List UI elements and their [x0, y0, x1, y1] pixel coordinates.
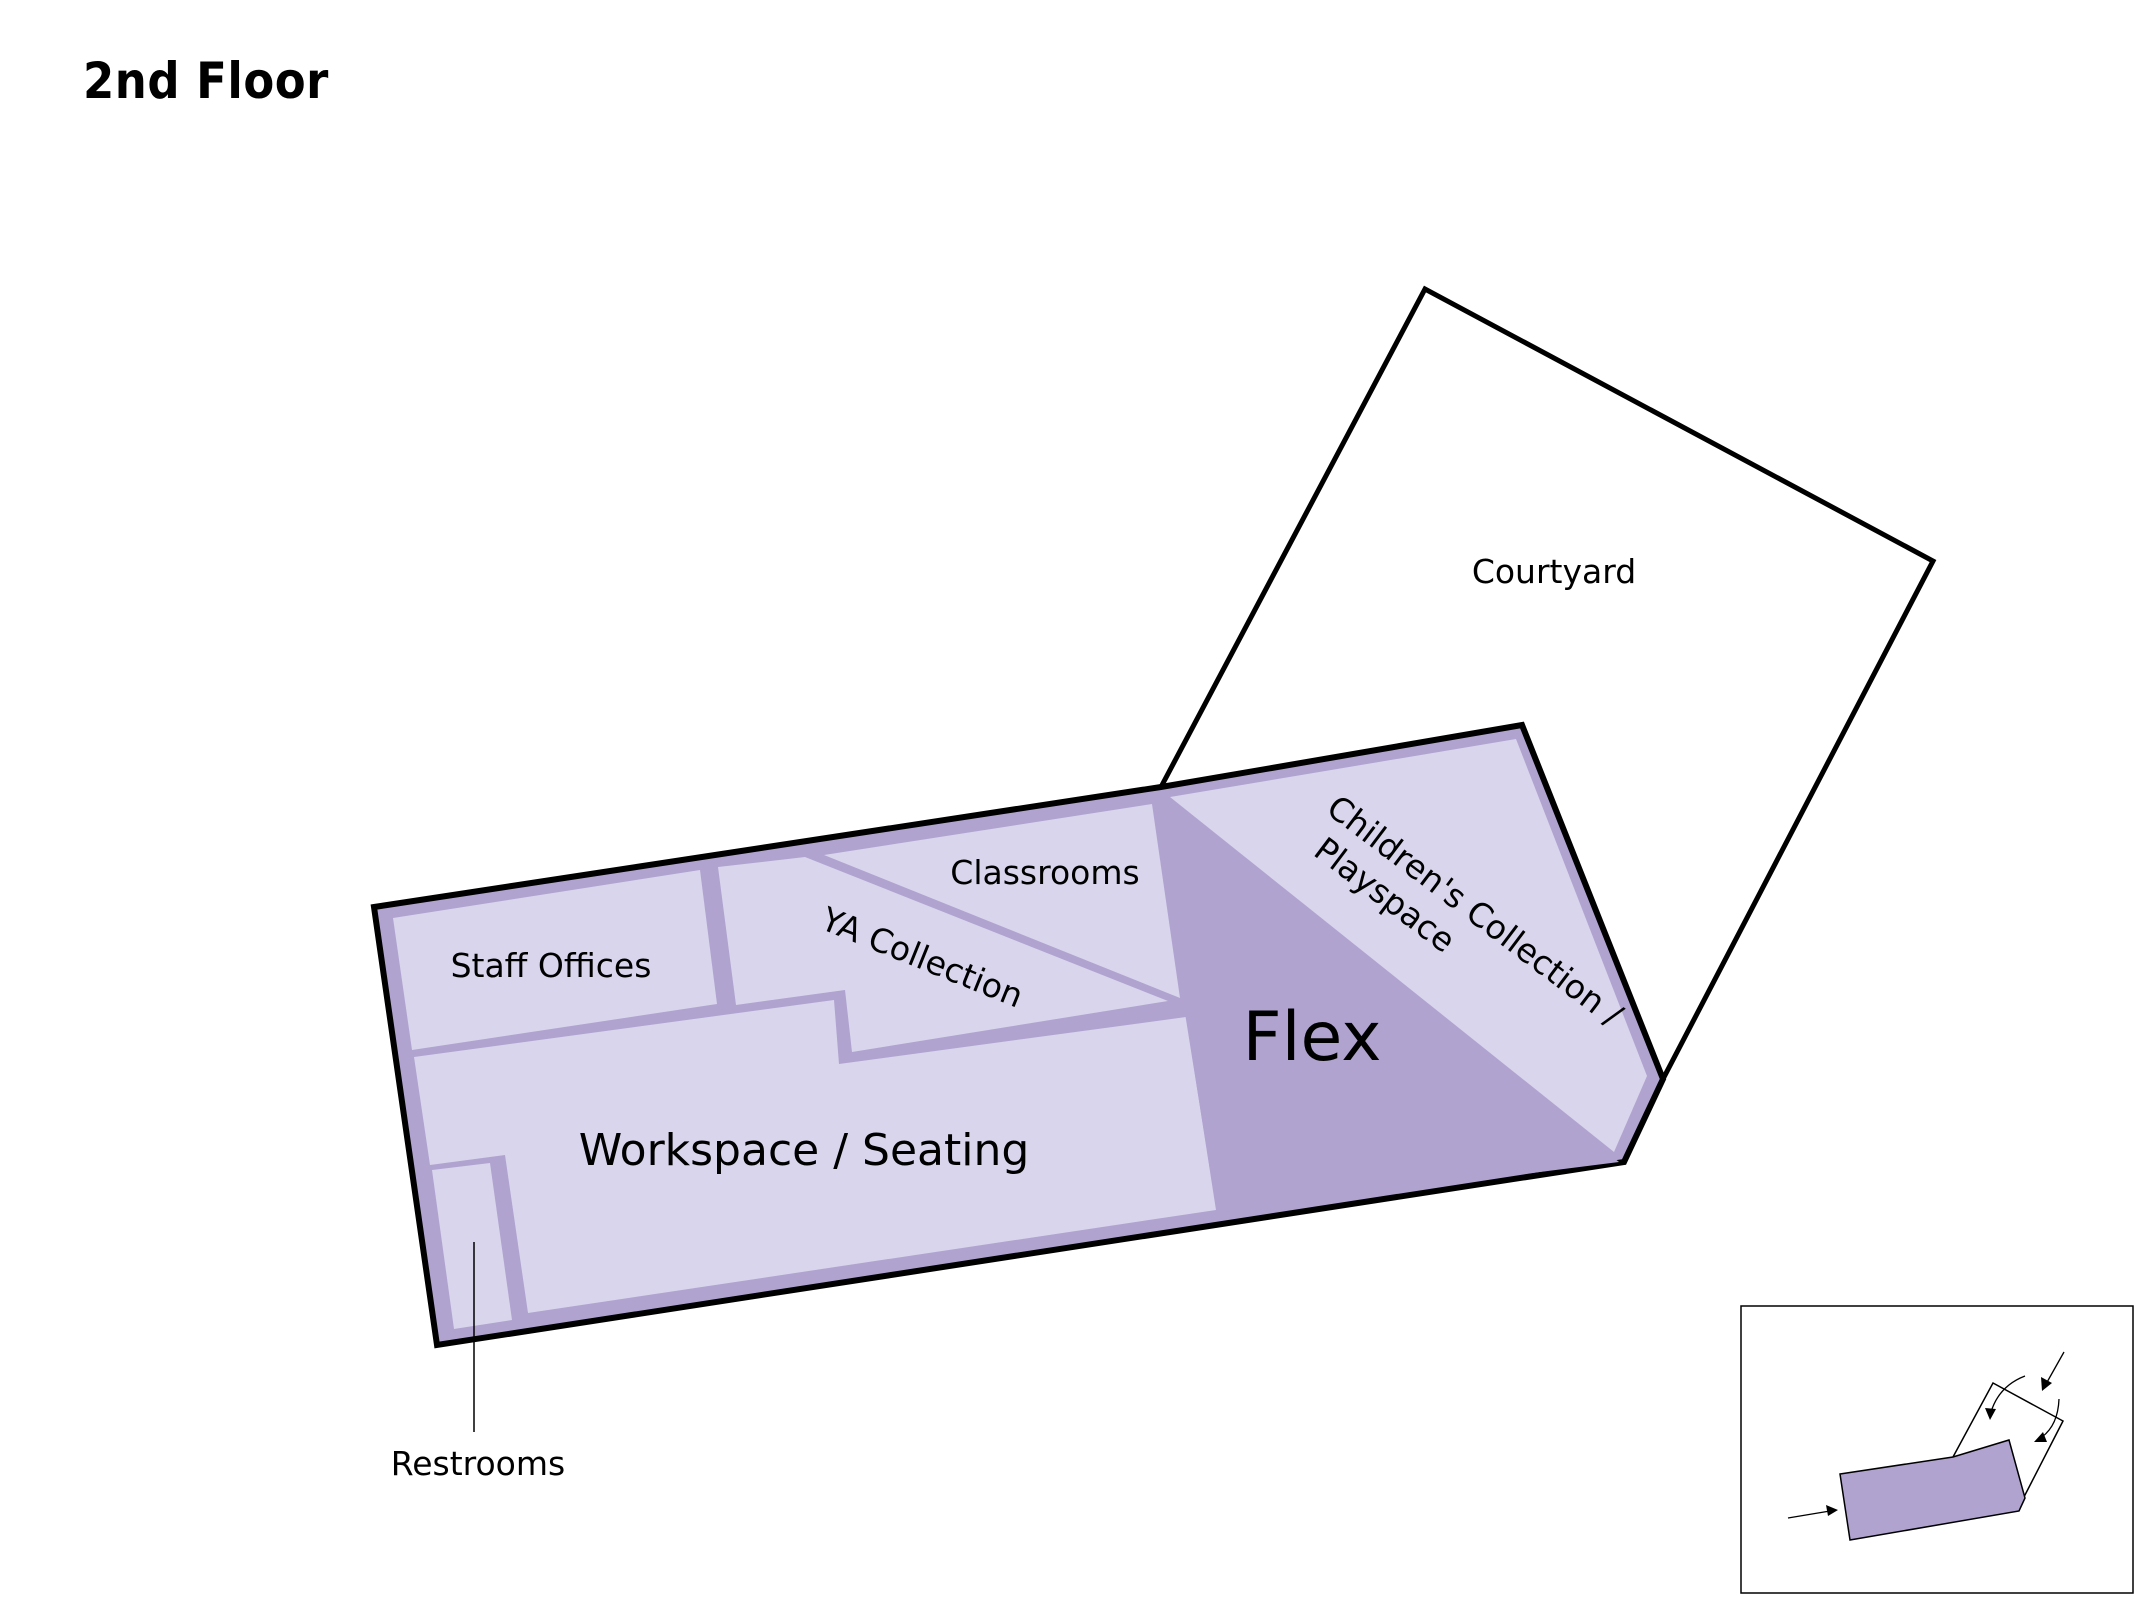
page-title: 2nd Floor — [83, 52, 329, 110]
inset-entry-arrow-northeast — [2041, 1351, 2065, 1391]
label-classrooms: Classrooms — [950, 853, 1139, 892]
room-flex[interactable] — [1157, 800, 1619, 1213]
label-flex: Flex — [1243, 998, 1382, 1077]
label-staff-offices: Staff Offices — [451, 946, 652, 985]
label-courtyard: Courtyard — [1472, 552, 1636, 591]
room-classrooms[interactable] — [824, 804, 1180, 998]
inset-curved-arrow-1 — [1985, 1375, 2026, 1420]
room-staff-offices[interactable] — [393, 870, 717, 1050]
room-childrens-collection[interactable] — [1170, 739, 1647, 1152]
label-restrooms: Restrooms — [391, 1444, 565, 1483]
inset-building — [1839, 1439, 2026, 1541]
inset-curved-arrow-2 — [2034, 1398, 2060, 1442]
room-workspace-seating[interactable] — [414, 1000, 1216, 1313]
inset-frame — [1740, 1305, 2134, 1594]
location-inset — [1740, 1305, 2134, 1594]
room-ya-collection[interactable] — [718, 857, 1168, 1052]
label-workspace-seating: Workspace / Seating — [579, 1125, 1030, 1176]
inset-entry-arrow-west — [1787, 1505, 1838, 1519]
room-restrooms[interactable] — [432, 1163, 512, 1329]
